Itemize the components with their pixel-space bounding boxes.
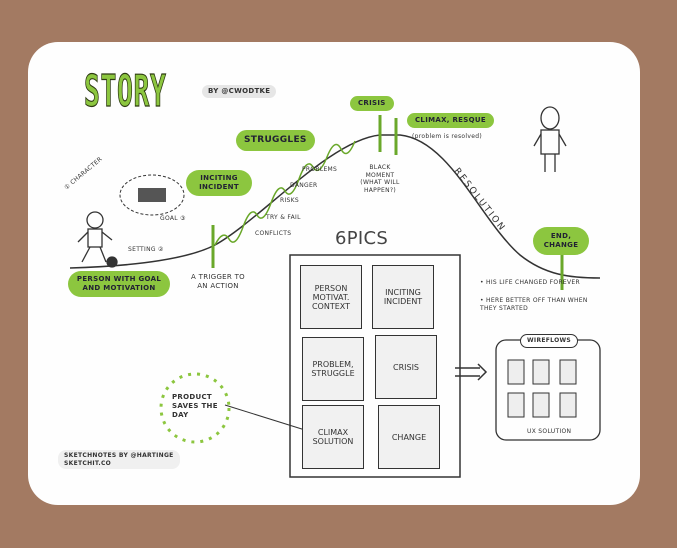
bubble-climax: CLIMAX, RESQUE (407, 113, 494, 128)
goal-net-icon (138, 188, 166, 202)
bullet-better-off: • HERE BETTER OFF THAN WHEN THEY STARTED (480, 297, 588, 312)
product-burst (159, 372, 231, 444)
label-trigger: A TRIGGER TO AN ACTION (191, 273, 245, 290)
resolved-note: (problem is resolved) (412, 133, 482, 140)
epics-board (289, 254, 461, 478)
author-pill: BY @CWODTKE (202, 85, 277, 98)
epic-card: CLIMAX SOLUTION (302, 405, 364, 469)
label-problems: PROBLEMS (302, 166, 338, 173)
credit: SKETCHNOTES BY @HARTINGE SKETCHIT.CO (58, 450, 180, 469)
epic-card: PROBLEM, STRUGGLE (302, 337, 364, 401)
label-danger: DANGER (290, 182, 318, 189)
bubble-inciting: INCITING INCIDENT (186, 170, 252, 196)
goal-thought-cloud (119, 174, 185, 216)
epics-heading: 6PICS (335, 228, 389, 249)
bubble-person: PERSON WITH GOAL AND MOTIVATION (68, 271, 170, 297)
label-goal: GOAL ③ (160, 215, 186, 222)
label-risks: RISKS (280, 197, 299, 204)
page-title: STORY (84, 66, 167, 117)
epic-card: CRISIS (375, 335, 437, 399)
epic-card: CHANGE (378, 405, 440, 469)
label-try-fail: TRY & FAIL (266, 214, 301, 221)
bubble-struggles: STRUGGLES (236, 130, 315, 152)
bullet-life-changed: • HIS LIFE CHANGED FOREVER (480, 279, 580, 286)
character-figure (77, 211, 118, 268)
struggle-wave (214, 140, 356, 246)
arrow-icon (455, 363, 488, 381)
wireflows-caption: UX SOLUTION (527, 428, 572, 435)
story-curve (69, 134, 601, 279)
label-black-moment: BLACK MOMENT (WHAT WILL HAPPEN?) (360, 164, 400, 194)
bubble-crisis: CRISIS (350, 96, 394, 111)
bubble-end: END, CHANGE (533, 227, 589, 255)
wireframe-screens (507, 359, 577, 418)
connector-line (224, 404, 306, 431)
epic-card: INCITING INCIDENT (372, 265, 434, 329)
product-saves-day: PRODUCT SAVES THE DAY (172, 393, 218, 419)
observer-figure (533, 106, 567, 172)
label-setting: SETTING ② (128, 246, 164, 253)
wireflows-heading: WIREFLOWS (520, 334, 579, 348)
epic-card: PERSON MOTIVAT. CONTEXT (300, 265, 362, 329)
wireflows-board (495, 339, 601, 441)
label-conflicts: CONFLICTS (255, 230, 292, 237)
